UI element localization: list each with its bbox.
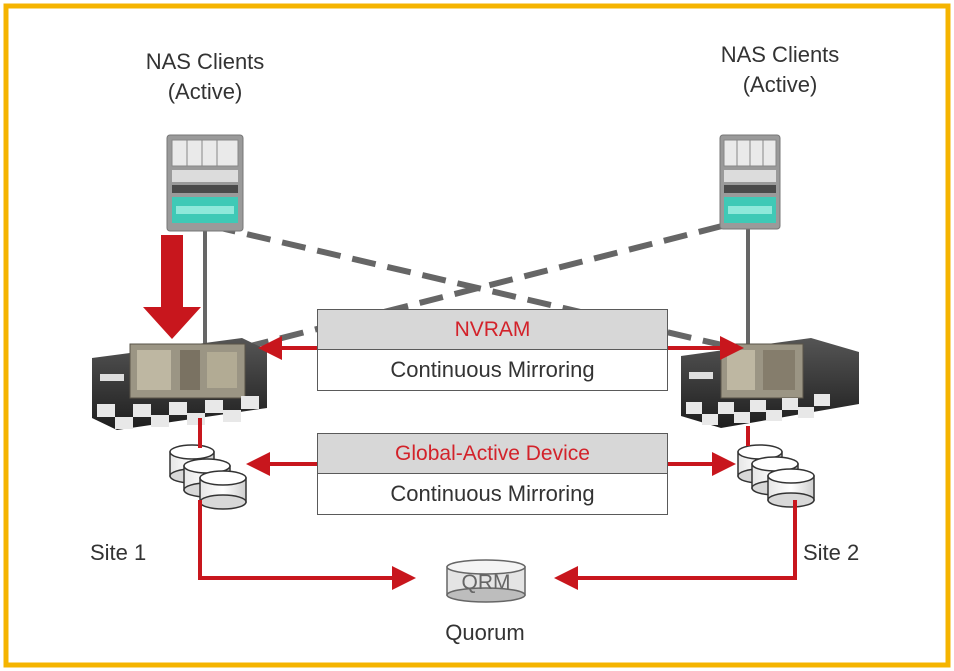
- client-left-subtitle: (Active): [167, 79, 243, 104]
- quorum-label: Quorum: [445, 620, 525, 645]
- diagram-border: [3, 3, 951, 668]
- client-right-subtitle: (Active): [742, 72, 818, 97]
- client-left-title: NAS Clients: [145, 49, 265, 74]
- nvram-mirroring-label: Continuous Mirroring: [390, 357, 595, 382]
- active-io-arrow: [143, 235, 201, 339]
- site2-label: Site 2: [803, 540, 860, 565]
- nvram-header: NVRAM: [318, 310, 667, 350]
- gad-mirror-box: Global-Active Device Continuous Mirrorin…: [317, 433, 668, 515]
- cross-link-left-to-right: [211, 223, 753, 355]
- storage-array-icon: [92, 338, 267, 430]
- site2-quorum-path: [554, 500, 797, 590]
- client-right-title: NAS Clients: [720, 42, 840, 67]
- disk-stack-icon: [169, 444, 247, 510]
- quorum-disk-icon: [446, 559, 526, 603]
- server-rack-icon: [719, 134, 781, 230]
- gad-header: Global-Active Device: [318, 434, 667, 474]
- server-rack-icon: [166, 134, 244, 232]
- quorum-device-label: QRM: [461, 571, 511, 594]
- disk-stack-icon: [737, 444, 815, 508]
- cross-link-right-to-left: [214, 223, 723, 358]
- storage-array-icon: [681, 338, 859, 428]
- nvram-mirror-box: NVRAM Continuous Mirroring: [317, 309, 668, 391]
- gad-mirroring-label: Continuous Mirroring: [390, 481, 595, 506]
- site1-label: Site 1: [90, 540, 147, 565]
- site1-quorum-path: [198, 500, 416, 590]
